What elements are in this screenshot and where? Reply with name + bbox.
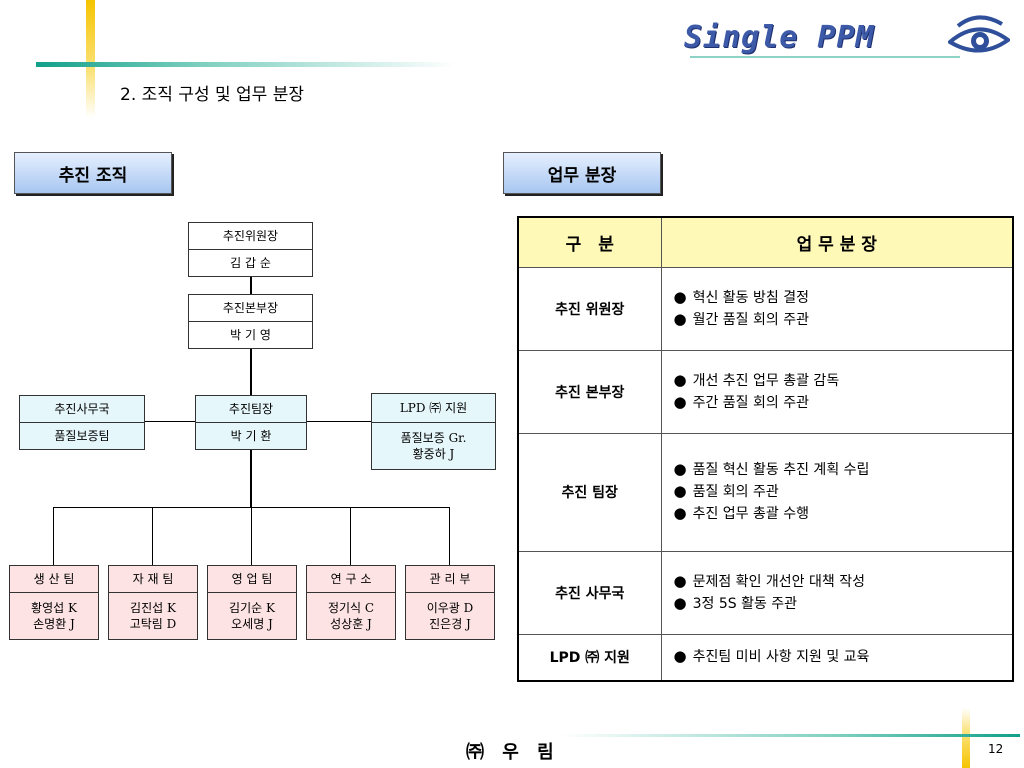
connector-line: [350, 507, 351, 565]
table-row: 추진 사무국 ●문제점 확인 개선안 대책 작성 ●3정 5S 활동 주관: [517, 550, 1014, 635]
team-members-box: 김진섭 K 고탁림 D: [108, 592, 198, 640]
list-item: ●월간 품질 회의 주관: [673, 309, 809, 328]
logo-text: Single PPM: [684, 20, 875, 55]
list-item: ●개선 추진 업무 총괄 감독: [673, 370, 840, 389]
team-member: 이우광 D: [426, 601, 474, 615]
list-item: ●주간 품질 회의 주관: [673, 392, 809, 411]
header-duties: 업 무 분 장: [660, 216, 1014, 268]
single-ppm-logo: Single PPM: [684, 12, 1014, 64]
section-label-duty: 업무 분장: [503, 152, 661, 194]
connector-line: [251, 507, 252, 565]
row-category: 추진 사무국: [517, 550, 662, 635]
lpd-line-2: 황중하 J: [412, 447, 455, 461]
row-category: 추진 본부장: [517, 349, 662, 434]
row-category: 추진 팀장: [517, 432, 662, 552]
decorative-teal-line-right: [690, 56, 960, 58]
connector-line: [449, 507, 450, 565]
team-members-box: 정기식 C 성상훈 J: [306, 592, 396, 640]
table-row: 추진 위원장 ●혁신 활동 방침 결정 ●월간 품질 회의 주관: [517, 266, 1014, 351]
duty-table: 구 분 업 무 분 장 추진 위원장 ●혁신 활동 방침 결정 ●월간 품질 회…: [517, 216, 1014, 682]
decorative-teal-line: [36, 62, 456, 67]
team-member: 고탁림 D: [129, 617, 177, 631]
bullet-icon: ●: [673, 460, 687, 478]
lpd-member-box: 품질보증 Gr. 황중하 J: [371, 422, 496, 470]
lpd-line-1: 품질보증 Gr.: [400, 431, 467, 445]
row-items: ●품질 혁신 활동 추진 계획 수립 ●품질 회의 주관 ●추진 업무 총괄 수…: [660, 432, 1014, 552]
team-members-box: 김기순 K 오세명 J: [207, 592, 297, 640]
connector-line: [145, 421, 195, 422]
bullet-icon: ●: [673, 504, 687, 522]
chair-title-box: 추진위원장: [188, 222, 313, 250]
bullet-icon: ●: [673, 309, 687, 328]
lpd-title-box: LPD ㈜ 지원: [371, 393, 496, 423]
connector-line: [53, 507, 54, 565]
decorative-yellow-bar: [86, 0, 95, 118]
bullet-icon: ●: [673, 392, 687, 411]
page-number: 12: [988, 742, 1004, 756]
leader-title-box: 추진팀장: [195, 395, 307, 423]
office-team-box: 품질보증팀: [19, 422, 145, 450]
team-member: 오세명 J: [231, 617, 273, 631]
list-item: ●3정 5S 활동 주관: [673, 593, 798, 612]
team-member: 김기순 K: [229, 601, 275, 615]
team-member: 김진섭 K: [130, 601, 176, 615]
team-name-box: 자 재 팀: [108, 565, 198, 593]
bullet-icon: ●: [673, 370, 687, 389]
team-member: 성상훈 J: [330, 617, 372, 631]
team-member: 황영섭 K: [31, 601, 77, 615]
team-name-box: 관 리 부: [405, 565, 495, 593]
row-items: ●문제점 확인 개선안 대책 작성 ●3정 5S 활동 주관: [660, 550, 1014, 635]
bullet-icon: ●: [673, 571, 687, 590]
team-members-box: 황영섭 K 손명환 J: [9, 592, 99, 640]
list-item: ●추진 업무 총괄 수행: [673, 504, 809, 522]
decorative-yellow-bar-bottom: [962, 708, 970, 768]
connector-line: [250, 277, 252, 294]
team-name-box: 연 구 소: [306, 565, 396, 593]
table-row: LPD ㈜ 지원 ●추진팀 미비 사항 지원 및 교육: [517, 633, 1014, 682]
chair-name-box: 김 갑 순: [188, 249, 313, 277]
table-row: 추진 팀장 ●품질 혁신 활동 추진 계획 수립 ●품질 회의 주관 ●추진 업…: [517, 432, 1014, 552]
table-row: 추진 본부장 ●개선 추진 업무 총괄 감독 ●주간 품질 회의 주관: [517, 349, 1014, 434]
bullet-icon: ●: [673, 593, 687, 612]
team-name-box: 생 산 팀: [9, 565, 99, 593]
team-name-box: 영 업 팀: [207, 565, 297, 593]
list-item: ●품질 혁신 활동 추진 계획 수립: [673, 460, 870, 478]
director-name-box: 박 기 영: [188, 321, 313, 349]
eye-icon: [948, 15, 1010, 53]
decorative-teal-line-bottom: [560, 734, 1020, 737]
team-members-box: 이우광 D 진은경 J: [405, 592, 495, 640]
team-member: 정기식 C: [327, 601, 375, 615]
list-item: ●문제점 확인 개선안 대책 작성: [673, 571, 865, 590]
section-label-org: 추진 조직: [14, 152, 172, 194]
bullet-icon: ●: [673, 647, 687, 666]
row-items: ●개선 추진 업무 총괄 감독 ●주간 품질 회의 주관: [660, 349, 1014, 434]
row-category: LPD ㈜ 지원: [517, 633, 662, 682]
header-category: 구 분: [517, 216, 662, 268]
connector-line: [250, 449, 252, 507]
bullet-icon: ●: [673, 482, 687, 500]
connector-line: [152, 507, 153, 565]
table-header-row: 구 분 업 무 분 장: [517, 216, 1014, 268]
row-items: ●혁신 활동 방침 결정 ●월간 품질 회의 주관: [660, 266, 1014, 351]
list-item: ●추진팀 미비 사항 지원 및 교육: [673, 647, 870, 666]
row-items: ●추진팀 미비 사항 지원 및 교육: [660, 633, 1014, 682]
slide-title: 2. 조직 구성 및 업무 분장: [120, 85, 304, 105]
team-member: 손명환 J: [33, 617, 75, 631]
list-item: ●혁신 활동 방침 결정: [673, 287, 809, 306]
connector-line: [250, 349, 252, 395]
bullet-icon: ●: [673, 287, 687, 306]
office-title-box: 추진사무국: [19, 395, 145, 423]
team-member: 진은경 J: [429, 617, 471, 631]
row-category: 추진 위원장: [517, 266, 662, 351]
list-item: ●품질 회의 주관: [673, 482, 779, 500]
director-title-box: 추진본부장: [188, 294, 313, 322]
leader-name-box: 박 기 환: [195, 422, 307, 450]
connector-line: [307, 421, 371, 422]
footer-company: ㈜ 우 림: [466, 742, 560, 763]
